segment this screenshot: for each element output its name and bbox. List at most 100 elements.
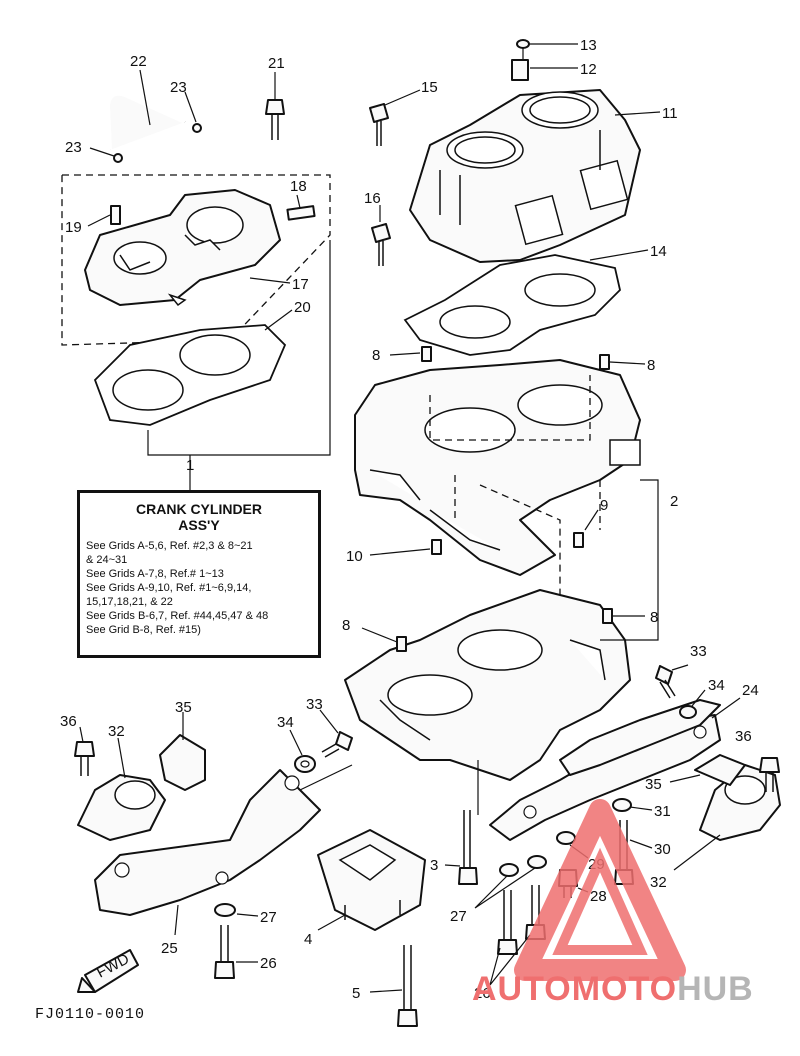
pin-part-10 — [431, 539, 442, 555]
washer-part-34-left — [294, 755, 316, 773]
ref-1-bracket — [147, 240, 331, 456]
washer-part-31 — [612, 798, 632, 812]
callout-35-right: 35 — [645, 776, 662, 793]
callout-31: 31 — [654, 803, 671, 820]
info-box-line: See Grid B-8, Ref. #15) — [86, 624, 201, 636]
info-box-line: See Grids B-6,7, Ref. #44,45,47 & 48 — [86, 610, 269, 622]
callout-17: 17 — [292, 276, 309, 293]
fwd-arrow-icon: FWD — [77, 949, 139, 993]
callout-21: 21 — [268, 55, 285, 72]
info-box-line: See Grids A-7,8, Ref.# 1~13 — [86, 568, 224, 580]
callout-23-left: 23 — [65, 139, 82, 156]
bolt-part-3 — [458, 810, 478, 885]
pin-part-18 — [286, 205, 316, 221]
crankcase-dashed-link-2 — [479, 484, 561, 620]
clip-part-23 — [113, 123, 202, 163]
callout-8-lower-right: 8 — [650, 609, 658, 626]
triangle-logo-icon — [514, 799, 686, 981]
mount-block-part-4 — [317, 829, 426, 931]
info-box-line: See Grids A-9,10, Ref. #1~6,9,14, — [86, 582, 252, 594]
dowel-pin-part-8-lower-right — [602, 608, 613, 624]
callout-20: 20 — [294, 299, 311, 316]
callout-5: 5 — [352, 985, 360, 1002]
bolt-part-33-right — [655, 665, 676, 699]
watermark-text-gray: HUB — [677, 970, 754, 1008]
callout-9: 9 — [600, 497, 608, 514]
cylinder-part-11 — [409, 89, 641, 263]
info-box-title-line1: CRANK CYLINDER — [136, 501, 262, 517]
base-gasket-part-14 — [403, 254, 621, 356]
washer-part-27-left — [214, 903, 236, 917]
bolt-part-15 — [369, 103, 389, 146]
cylinder-head-cover-part-17 — [84, 189, 281, 307]
left-engine-mount-bracket-part-25 — [94, 769, 321, 916]
callout-3: 3 — [430, 857, 438, 874]
info-box-line: See Grids A-5,6, Ref. #2,3 & 8~21 — [86, 540, 253, 552]
callout-28: 28 — [590, 888, 607, 905]
dowel-pin-part-8-lower-left — [396, 636, 407, 652]
watermark-text: AUTOMOTOHUB — [472, 970, 754, 1009]
callout-8-lower-left: 8 — [342, 617, 350, 634]
bolt-part-16 — [371, 223, 391, 266]
stopper-part-35-right — [694, 754, 746, 786]
diagram-code: FJ0110-0010 — [35, 1006, 146, 1023]
callout-32-right: 32 — [650, 874, 667, 891]
crankcase-dashed-link — [429, 375, 591, 441]
upper-crankcase-part-2 — [354, 359, 641, 576]
callout-34-left: 34 — [277, 714, 294, 731]
dowel-pin-part-8-upper-right — [599, 354, 610, 370]
rubber-mount-part-32-left — [77, 774, 166, 841]
callout-33-left: 33 — [306, 696, 323, 713]
rubber-mount-part-32-right — [699, 764, 781, 841]
bolt-part-5 — [397, 945, 418, 1027]
upper-right-plate — [559, 699, 721, 776]
callout-24: 24 — [742, 682, 759, 699]
lower-crankcase-part-3 — [344, 589, 631, 781]
callout-27-left: 27 — [260, 909, 277, 926]
head-cover-outline — [61, 174, 331, 346]
callout-2: 2 — [670, 493, 678, 510]
washer-part-34-right — [679, 705, 697, 719]
dowel-pin-part-8-upper-left — [421, 346, 432, 362]
callout-27-right: 27 — [450, 908, 467, 925]
callout-23-top: 23 — [170, 79, 187, 96]
callout-35-left: 35 — [175, 699, 192, 716]
bolt-part-36-left — [74, 741, 95, 776]
collar-part-12 — [511, 59, 529, 81]
pin-part-19 — [110, 205, 121, 225]
callout-16: 16 — [364, 190, 381, 207]
bolt-part-33-left — [321, 731, 353, 758]
callout-1: 1 — [186, 457, 194, 474]
callout-12: 12 — [580, 61, 597, 78]
callout-10: 10 — [346, 548, 363, 565]
callout-14: 14 — [650, 243, 667, 260]
right-engine-mount-bracket-part-24 — [489, 714, 721, 841]
hose-part-22 — [105, 91, 186, 151]
callout-26-right: 26 — [474, 985, 491, 1002]
callout-34-right: 34 — [708, 677, 725, 694]
callout-18: 18 — [290, 178, 307, 195]
stopper-part-35-left — [159, 734, 206, 791]
assembly-info-box: CRANK CYLINDER ASS'Y See Grids A-5,6, Re… — [77, 490, 321, 658]
info-box-line: 15,17,18,21, & 22 — [86, 596, 173, 608]
callout-8-upper-left: 8 — [372, 347, 380, 364]
bolt-part-13 — [516, 39, 530, 60]
callout-22: 22 — [130, 53, 147, 70]
callout-26-left: 26 — [260, 955, 277, 972]
leader-line — [299, 764, 353, 791]
head-gasket-part-20 — [93, 324, 287, 426]
washer-part-27-right — [499, 855, 547, 877]
callout-19: 19 — [65, 219, 82, 236]
info-box-line: & 24~31 — [86, 554, 128, 566]
callout-33-right: 33 — [690, 643, 707, 660]
callout-15: 15 — [421, 79, 438, 96]
callout-13: 13 — [580, 37, 597, 54]
bolt-part-21 — [265, 99, 285, 140]
callout-32-left: 32 — [108, 723, 125, 740]
callout-25: 25 — [161, 940, 178, 957]
bolt-part-36-right — [759, 757, 780, 792]
info-box-title-line2: ASS'Y — [178, 517, 220, 533]
pin-part-9 — [573, 532, 584, 548]
watermark-logo — [514, 799, 686, 981]
